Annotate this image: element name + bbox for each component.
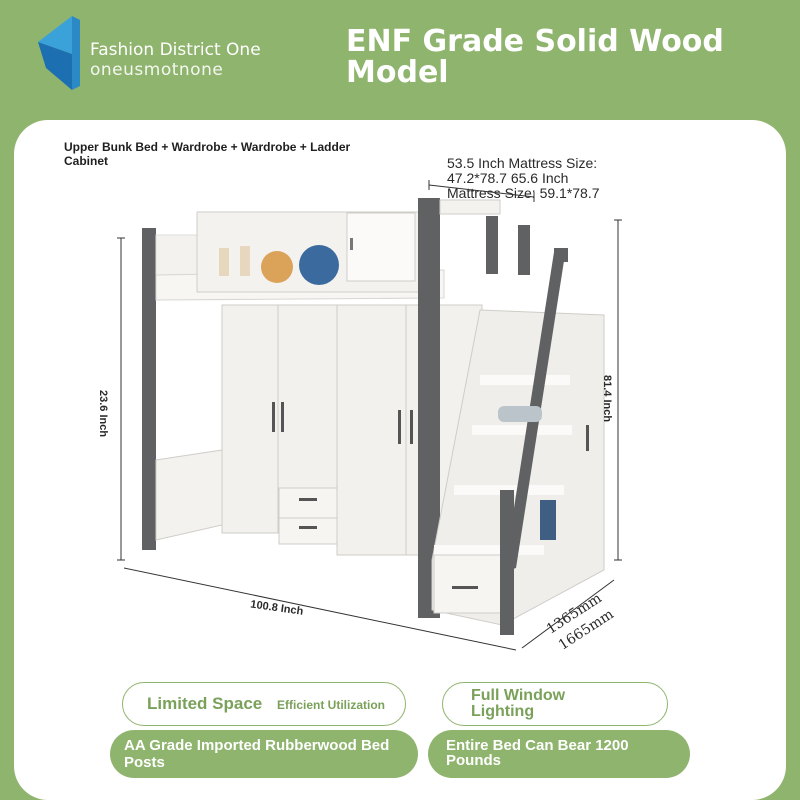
feature-aa-grade: AA Grade Imported Rubberwood Bed Posts: [110, 730, 418, 778]
feature-full-window: Full Window Lighting: [442, 682, 668, 726]
mattress-size-label: 53.5 Inch Mattress Size: 47.2*78.7 65.6 …: [447, 156, 677, 201]
mattress-line-1: 53.5 Inch Mattress Size:: [447, 155, 598, 171]
product-config-label: Upper Bunk Bed + Wardrobe + Wardrobe + L…: [64, 140, 351, 168]
height-right-label: 81.4 Inch: [601, 375, 613, 423]
mattress-line-3: Mattress Size: 59.1*78.7: [447, 185, 600, 201]
feature-limited-space: Limited Space Efficient Utilization: [122, 682, 406, 726]
bear-label: Entire Bed Can Bear 1200 Pounds: [446, 737, 629, 769]
brand-logo-icon: [38, 16, 80, 90]
aa-grade-label: AA Grade Imported Rubberwood Bed Posts: [124, 737, 390, 771]
brand-tagline: oneusmotnone: [90, 60, 224, 80]
limited-space-label: Limited Space: [147, 694, 263, 713]
full-window-label: Full Window Lighting: [471, 687, 566, 720]
brand-name: Fashion District One oneusmotnone: [90, 40, 261, 80]
product-card: Upper Bunk Bed + Wardrobe + Wardrobe + L…: [14, 120, 786, 800]
mattress-line-2: 47.2*78.7 65.6 Inch: [447, 170, 569, 186]
page-title: ENF Grade Solid Wood Model: [346, 24, 724, 90]
efficient-label: Efficient Utilization: [277, 698, 385, 712]
bunk-bed-illustration: [117, 180, 622, 651]
feature-bear: Entire Bed Can Bear 1200 Pounds: [428, 730, 690, 778]
brand-name-text: Fashion District One: [90, 40, 261, 60]
height-left-label: 23.6 Inch: [97, 390, 109, 438]
header-banner: Fashion District One oneusmotnone ENF Gr…: [0, 0, 800, 120]
